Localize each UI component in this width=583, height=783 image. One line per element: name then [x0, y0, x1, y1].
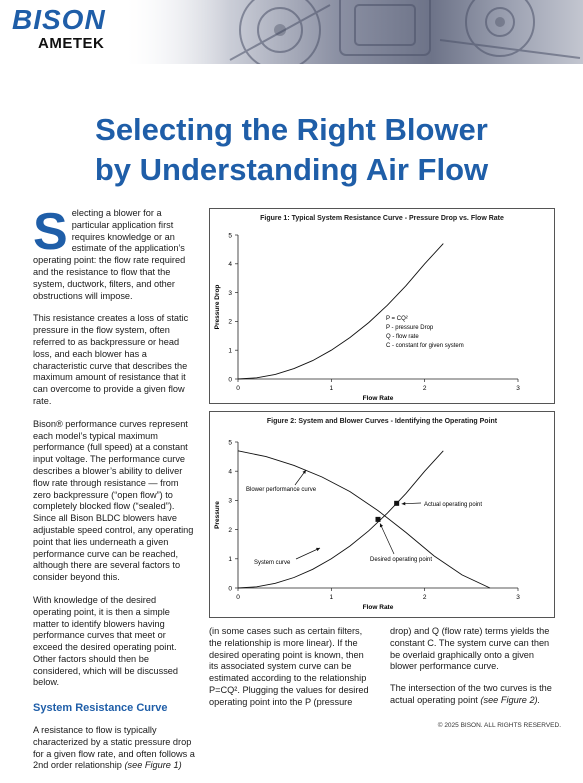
section-heading: System Resistance Curve — [33, 702, 168, 715]
drop-cap: S — [33, 203, 68, 261]
y-tick-label: 5 — [228, 232, 232, 239]
equation-legend-line: C - constant for given system — [386, 343, 464, 349]
parent-company-name: AMETEK — [38, 35, 105, 52]
intro-paragraph-3: Bison® performance curves represent each… — [33, 418, 194, 583]
x-tick-label: 1 — [330, 385, 334, 392]
system-curve-line — [237, 243, 444, 380]
body-column-3: drop) and Q (flow rate) terms yields the… — [390, 626, 553, 717]
y-tick-label: 5 — [228, 439, 232, 446]
section-paragraph-1: A resistance to flow is typically charac… — [33, 725, 195, 771]
intro-paragraph-2: This resistance creates a loss of static… — [33, 313, 189, 406]
equation-legend-line: P - pressure Drop — [386, 325, 434, 331]
system-curve-line — [237, 450, 444, 589]
figure-1-title: Figure 1: Typical System Resistance Curv… — [260, 215, 504, 222]
y-axis-label: Pressure Drop — [214, 285, 221, 330]
intro-paragraph-4: With knowledge of the desired operating … — [33, 594, 179, 688]
title-line-1: Selecting the Right Blower — [95, 112, 488, 147]
x-tick-label: 2 — [423, 385, 427, 392]
y-tick-label: 1 — [228, 348, 232, 355]
y-tick-label: 4 — [228, 469, 232, 476]
x-axis-label: Flow Rate — [363, 395, 394, 402]
system-curve-label: System curve — [254, 560, 291, 566]
y-tick-label: 3 — [228, 290, 232, 297]
desired-point-arrow — [379, 523, 395, 555]
system-curve-arrow-head — [316, 547, 320, 552]
section-paragraph-4: The intersection of the two curves is th… — [390, 683, 552, 705]
y-tick-label: 3 — [228, 498, 232, 505]
blower-curve-arrow-head — [302, 470, 306, 474]
body-column-2: (in some cases such as certain filters, … — [209, 626, 373, 719]
x-tick-label: 3 — [516, 385, 520, 392]
desired-point-arrow-head — [379, 523, 384, 528]
equation-legend-line: Q - flow rate — [386, 334, 419, 340]
x-tick-label: 0 — [236, 594, 240, 601]
figure-2-title: Figure 2: System and Blower Curves - Ide… — [266, 418, 498, 425]
title-line-2: by Understanding Air Flow — [94, 152, 489, 187]
x-tick-label: 3 — [516, 594, 520, 601]
y-axis-label: Pressure — [214, 501, 221, 529]
section-paragraph-3: drop) and Q (flow rate) terms yields the… — [390, 626, 550, 672]
bison-ametek-logo: BISON AMETEK — [12, 5, 106, 53]
actual-point-arrow-head — [401, 501, 406, 506]
system-curve-arrow — [295, 547, 321, 560]
copyright-footer: © 2025 BISON. ALL RIGHTS RESERVED. — [437, 722, 561, 729]
y-tick-label: 4 — [228, 261, 232, 268]
y-tick-label: 2 — [228, 527, 232, 534]
x-tick-label: 0 — [236, 385, 240, 392]
equation-legend-line: P = CQ² — [386, 316, 408, 322]
figure-1: Figure 1: Typical System Resistance Curv… — [209, 208, 555, 404]
blower-machinery-image — [229, 0, 581, 64]
actual-operating-point-marker — [394, 500, 400, 506]
figure-2: Figure 2: System and Blower Curves - Ide… — [209, 411, 555, 618]
y-tick-label: 2 — [228, 319, 232, 326]
actual-operating-point-label: Actual operating point — [424, 502, 482, 508]
desired-operating-point-marker — [375, 516, 381, 522]
y-tick-label: 0 — [228, 376, 232, 383]
section-paragraph-2: (in some cases such as certain filters, … — [209, 626, 369, 707]
desired-operating-point-label: Desired operating point — [370, 557, 432, 563]
blower-performance-curve-line — [237, 450, 491, 589]
brand-name: BISON — [12, 4, 106, 35]
x-tick-label: 1 — [330, 594, 334, 601]
y-tick-label: 1 — [228, 556, 232, 563]
blower-curve-label: Blower performance curve — [246, 487, 317, 493]
page-title: Selecting the Right Blower by Understand… — [0, 110, 583, 190]
header-banner: BISON AMETEK — [0, 0, 583, 64]
x-tick-label: 2 — [423, 594, 427, 601]
y-tick-label: 0 — [228, 585, 232, 592]
x-axis-label: Flow Rate — [363, 604, 394, 611]
